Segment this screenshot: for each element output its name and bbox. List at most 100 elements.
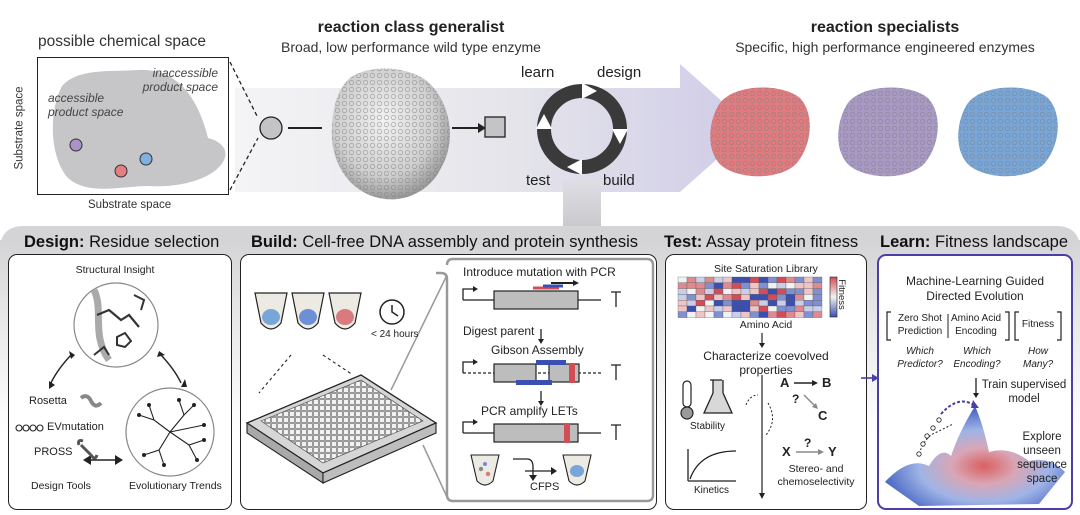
heatmap-cell xyxy=(713,276,724,283)
heatmap-cell xyxy=(722,276,733,283)
heatmap-cell xyxy=(767,282,778,289)
evmutation-icon xyxy=(15,424,44,432)
heatmap-cell xyxy=(812,300,823,307)
test-graphics xyxy=(677,276,838,499)
heatmap-cell xyxy=(794,305,805,312)
heatmap-cell xyxy=(803,288,814,295)
test-header: Test: Assay protein fitness xyxy=(664,233,858,252)
heatmap-cell xyxy=(785,311,796,318)
specialists-subtitle: Specific, high performance engineered en… xyxy=(735,39,1035,55)
heatmap-cell xyxy=(677,311,688,318)
cfps-tubes-icon xyxy=(470,454,592,486)
rxn-q1: ? xyxy=(792,392,800,406)
build-header-bold: Build: xyxy=(251,233,298,251)
ml-title-line2: Directed Evolution xyxy=(926,289,1024,303)
fitness-bracket-label: Fitness xyxy=(1021,319,1055,330)
heatmap-cell xyxy=(758,305,769,312)
stereo-line2: chemoselectivity xyxy=(777,476,855,488)
heatmap-cell xyxy=(695,282,706,289)
heatmap-cell xyxy=(704,305,715,312)
blue-variant-dot xyxy=(139,152,153,166)
heatmap-cell xyxy=(740,282,751,289)
rxn-q2: ? xyxy=(804,436,812,450)
cycle-stem xyxy=(563,180,601,230)
chem-space-title: possible chemical space xyxy=(38,33,207,50)
heatmap-cell xyxy=(803,305,814,312)
heatmap-cell xyxy=(686,311,697,318)
heatmap-cell xyxy=(794,288,805,295)
red-enzyme-icon xyxy=(710,87,810,177)
heatmap-cell xyxy=(704,294,715,301)
heatmap-cell xyxy=(749,282,760,289)
characterize-line2: properties xyxy=(739,363,793,377)
encoding-line1: Amino Acid xyxy=(950,313,1002,324)
wrench-icon xyxy=(77,439,99,460)
stereo-line1: Stereo- and xyxy=(788,463,844,475)
heatmap-cell xyxy=(749,276,760,283)
evolutionary-trends-label: Evolutionary Trends xyxy=(129,480,222,492)
heatmap-cell xyxy=(731,311,742,318)
heatmap-cell xyxy=(812,294,823,301)
design-header-bold: Design: xyxy=(24,233,85,251)
heatmap-cell xyxy=(776,282,787,289)
design-header-rest: Residue selection xyxy=(84,233,220,251)
heatmap-cell xyxy=(758,311,769,318)
rxn-b: B xyxy=(822,375,832,390)
heatmap-cell xyxy=(677,276,688,283)
rosetta-icon xyxy=(79,394,103,408)
q-encoding-line1: Which xyxy=(963,346,991,357)
build-header: Build: Cell-free DNA assembly and protei… xyxy=(251,233,638,252)
structure-circle xyxy=(73,282,159,368)
heatmap-cell xyxy=(677,288,688,295)
explore-line3: sequence xyxy=(1017,459,1067,471)
zoom-box xyxy=(436,257,655,503)
test-header-rest: Assay protein fitness xyxy=(702,233,859,251)
q-predictor-line1: Which xyxy=(906,346,934,357)
characterize-line1: Characterize coevolved xyxy=(703,349,829,363)
heatmap-cell xyxy=(722,282,733,289)
heatmap-cell xyxy=(686,276,697,283)
learn-header: Learn: Fitness landscape xyxy=(880,233,1068,252)
heatmap-cell xyxy=(713,305,724,312)
cycle-build-label: build xyxy=(603,172,635,189)
heatmap-cell xyxy=(731,288,742,295)
accessible-line2: product space xyxy=(48,105,124,119)
heatmap-cell xyxy=(731,282,742,289)
zero-shot-line2: Prediction xyxy=(897,326,943,337)
heatmap-cell xyxy=(812,311,823,318)
heatmap-cell xyxy=(722,300,733,307)
substrate-circle-icon xyxy=(259,116,283,140)
chem-x-axis-label: Substrate space xyxy=(88,199,172,211)
heatmap-cell xyxy=(758,276,769,283)
heatmap-cell xyxy=(713,282,724,289)
heatmap-cell xyxy=(776,311,787,318)
heatmap-cell xyxy=(812,282,823,289)
heatmap-cell xyxy=(767,311,778,318)
learn-header-bold: Learn: xyxy=(880,233,931,251)
thermometer-icon xyxy=(680,380,694,420)
build-step-digest: Digest parent xyxy=(463,324,535,338)
heatmap-cell xyxy=(731,294,742,301)
heatmap-cell xyxy=(803,300,814,307)
build-panel: < 24 hours Introduce mutation with PCR D… xyxy=(240,254,657,510)
heatmap-cell xyxy=(740,294,751,301)
build-step-pcr: Introduce mutation with PCR xyxy=(463,265,616,279)
heatmap-cell xyxy=(785,288,796,295)
heatmap-cell xyxy=(776,276,787,283)
kinetics-label: Kinetics xyxy=(694,485,730,496)
clock-icon xyxy=(379,299,405,325)
heatmap-cell xyxy=(713,288,724,295)
explore-line2: unseen xyxy=(1023,445,1061,457)
accessible-line1: accessible xyxy=(48,91,105,105)
heatmap-cell xyxy=(686,282,697,289)
heatmap-cell xyxy=(731,300,742,307)
heatmap-cell xyxy=(713,300,724,307)
heatmap-cell xyxy=(785,282,796,289)
heatmap-cell xyxy=(803,311,814,318)
heatmap-cell xyxy=(767,276,778,283)
design-panel: Structural Insight Rosetta EVmutation PR… xyxy=(8,254,232,510)
design-header: Design: Residue selection xyxy=(24,233,219,252)
chem-space-blob xyxy=(52,69,226,189)
heatmap-cell xyxy=(713,311,724,318)
heatmap-cell xyxy=(722,305,733,312)
